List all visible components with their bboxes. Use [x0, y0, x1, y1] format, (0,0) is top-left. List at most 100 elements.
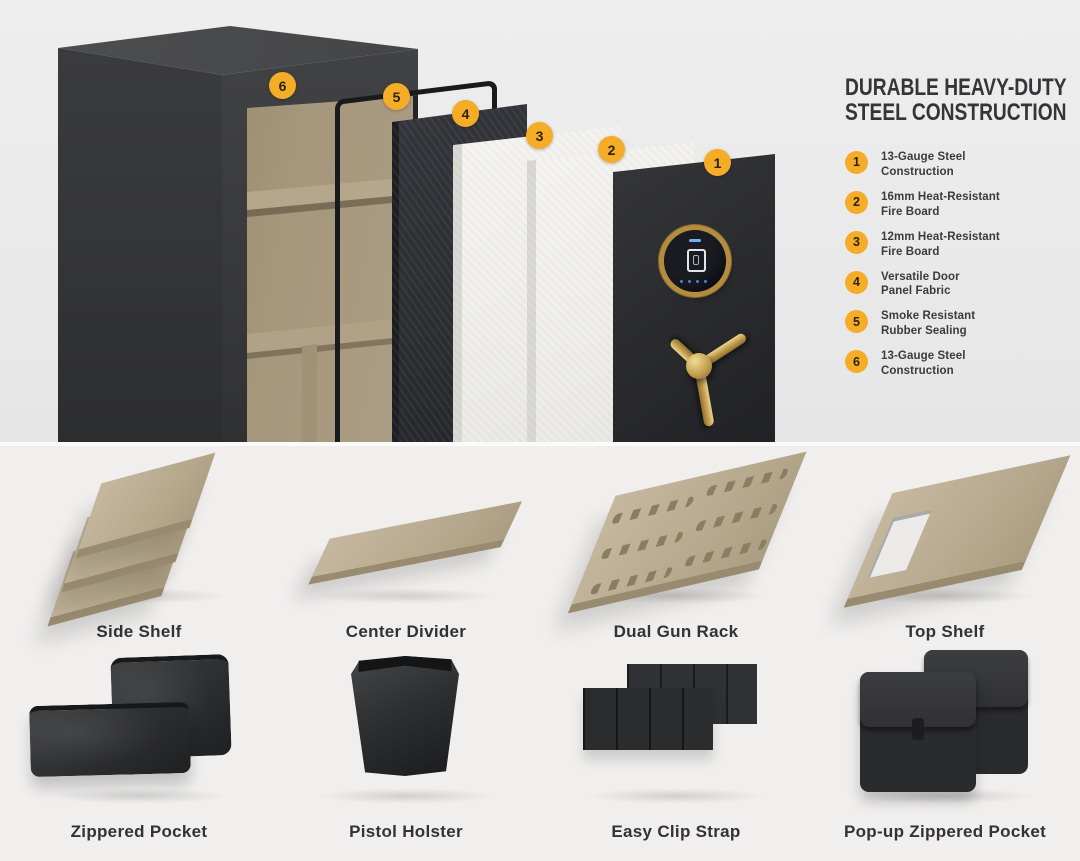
- pistol-holster-image: [281, 646, 531, 808]
- accessory-label: Center Divider: [345, 622, 467, 641]
- legend-item-6: 6 13-Gauge Steel Construction: [845, 349, 1070, 379]
- legend-label-line: Fire Board: [881, 245, 940, 258]
- legend-label-line: Versatile Door: [881, 270, 960, 283]
- construction-section: 1 2 3 4 5 6 DURABLE HEAVY-DUTY STEEL CON…: [0, 0, 1080, 442]
- accessory-center-divider: Center Divider: [270, 446, 542, 642]
- legend-item-4: 4 Versatile Door Panel Fabric: [845, 270, 1070, 300]
- legend-label-line: Panel Fabric: [881, 285, 951, 298]
- legend-label-line: 16mm Heat-Resistant: [881, 190, 1000, 203]
- legend-badge-5: 5: [845, 310, 868, 334]
- accessory-label: Zippered Pocket: [70, 822, 208, 841]
- legend-label-line: Rubber Sealing: [881, 325, 967, 338]
- legend-label-line: Fire Board: [881, 205, 940, 218]
- legend-badge-6: 6: [845, 350, 868, 374]
- safe-left-face: [58, 48, 222, 442]
- section-title-line1: DURABLE HEAVY-DUTY: [845, 74, 1067, 101]
- top-shelf-image: [820, 446, 1071, 608]
- legend-item-5: 5 Smoke Resistant Rubber Sealing: [845, 309, 1070, 339]
- ground-shadow: [49, 788, 229, 804]
- safe-interior: [247, 96, 413, 442]
- holster-body: [351, 656, 459, 776]
- ground-shadow: [316, 588, 496, 604]
- legend-label-line: 12mm Heat-Resistant: [881, 230, 1000, 243]
- pocket-front: [29, 701, 191, 778]
- ground-shadow: [855, 588, 1035, 604]
- gun-slot-row: [694, 503, 779, 532]
- accessory-label: Pistol Holster: [349, 822, 463, 841]
- legend-badge-3: 3: [845, 230, 868, 254]
- lock-status-light: [689, 239, 701, 242]
- exploded-safe-diagram: 1 2 3 4 5 6: [0, 0, 800, 442]
- accessory-easy-clip-strap: Easy Clip Strap: [542, 646, 810, 842]
- callout-badge-1: 1: [704, 149, 731, 176]
- ground-shadow: [855, 788, 1035, 804]
- steel-door-layer: [613, 154, 775, 442]
- legend-badge-1: 1: [845, 150, 868, 174]
- top-shelf-board: [847, 455, 1071, 599]
- gun-slot-row: [683, 538, 768, 568]
- section-divider: [0, 442, 1080, 446]
- ground-shadow: [316, 788, 496, 804]
- callout-badge-3: 3: [526, 122, 553, 149]
- accessory-side-shelf: Side Shelf: [8, 446, 270, 642]
- safe-body: [55, 22, 421, 442]
- legend-label-1: 13-Gauge Steel Construction: [881, 150, 966, 180]
- pouch-clasp: [912, 717, 924, 740]
- accessory-label: Top Shelf: [905, 622, 985, 641]
- legend-item-3: 3 12mm Heat-Resistant Fire Board: [845, 230, 1070, 260]
- dual-gun-rack-image: [551, 446, 807, 608]
- legend-item-1: 1 13-Gauge Steel Construction: [845, 150, 1070, 180]
- accessory-popup-zippered-pocket: Pop-up Zippered Pocket: [810, 646, 1080, 842]
- callout-badge-4: 4: [452, 100, 479, 127]
- accessory-label: Pop-up Zippered Pocket: [843, 822, 1047, 841]
- accessories-section: Side Shelf Center Divider: [0, 446, 1080, 861]
- legend-label-line: Construction: [881, 165, 954, 178]
- callout-badge-2: 2: [598, 136, 625, 163]
- legend-label-line: 13-Gauge Steel: [881, 350, 966, 363]
- door-handle-hub: [686, 353, 712, 379]
- legend-label-3: 12mm Heat-Resistant Fire Board: [881, 230, 1000, 260]
- side-shelf-image: [14, 446, 264, 618]
- legend-label-2: 16mm Heat-Resistant Fire Board: [881, 190, 1000, 220]
- accessory-dual-gun-rack: Dual Gun Rack: [542, 446, 810, 642]
- popup-zippered-pocket-image: [820, 646, 1070, 808]
- zippered-pocket-image: [14, 646, 264, 808]
- holster-rim: [358, 656, 452, 672]
- accessories-row-1: Side Shelf Center Divider: [8, 446, 1080, 642]
- legend-label-6: 13-Gauge Steel Construction: [881, 349, 966, 379]
- callout-badge-6: 6: [269, 72, 296, 99]
- gun-slot-row: [600, 531, 685, 560]
- callout-badge-5: 5: [383, 83, 410, 110]
- gun-slot-row: [705, 467, 790, 497]
- legend-label-line: Construction: [881, 365, 954, 378]
- easy-clip-strap-image: [551, 646, 801, 808]
- accessories-row-2: Zippered Pocket Pistol Holster Easy Clip…: [8, 646, 1080, 842]
- ground-shadow: [586, 588, 766, 604]
- lock-keypad-dots: [680, 280, 707, 283]
- center-divider-image: [281, 446, 531, 608]
- interior-divider: [302, 344, 317, 442]
- shelf-cutout: [866, 509, 932, 579]
- legend-label-4: Versatile Door Panel Fabric: [881, 270, 960, 300]
- gun-rack-board: [571, 451, 807, 605]
- section-title-line2: STEEL CONSTRUCTION: [845, 98, 1067, 126]
- legend-label-5: Smoke Resistant Rubber Sealing: [881, 309, 975, 339]
- legend-badge-4: 4: [845, 270, 868, 294]
- accessory-label: Dual Gun Rack: [613, 622, 739, 641]
- ground-shadow: [586, 788, 766, 804]
- accessory-top-shelf: Top Shelf: [810, 446, 1080, 642]
- section-title: DURABLE HEAVY-DUTY STEEL CONSTRUCTION: [845, 74, 1067, 126]
- pouch-front: [860, 672, 976, 792]
- accessory-zippered-pocket: Zippered Pocket: [8, 646, 270, 842]
- strap-panel-front: [583, 688, 713, 750]
- fingerprint-scanner-icon: [687, 249, 706, 272]
- gun-slot-row: [610, 495, 695, 525]
- legend-label-line: 13-Gauge Steel: [881, 150, 966, 163]
- legend-item-2: 2 16mm Heat-Resistant Fire Board: [845, 190, 1070, 220]
- accessory-label: Easy Clip Strap: [611, 822, 741, 841]
- electronic-lock: [664, 230, 726, 292]
- legend-badge-2: 2: [845, 190, 868, 214]
- legend-list: 1 13-Gauge Steel Construction 2 16mm Hea…: [845, 150, 1070, 379]
- accessory-label: Side Shelf: [96, 622, 182, 641]
